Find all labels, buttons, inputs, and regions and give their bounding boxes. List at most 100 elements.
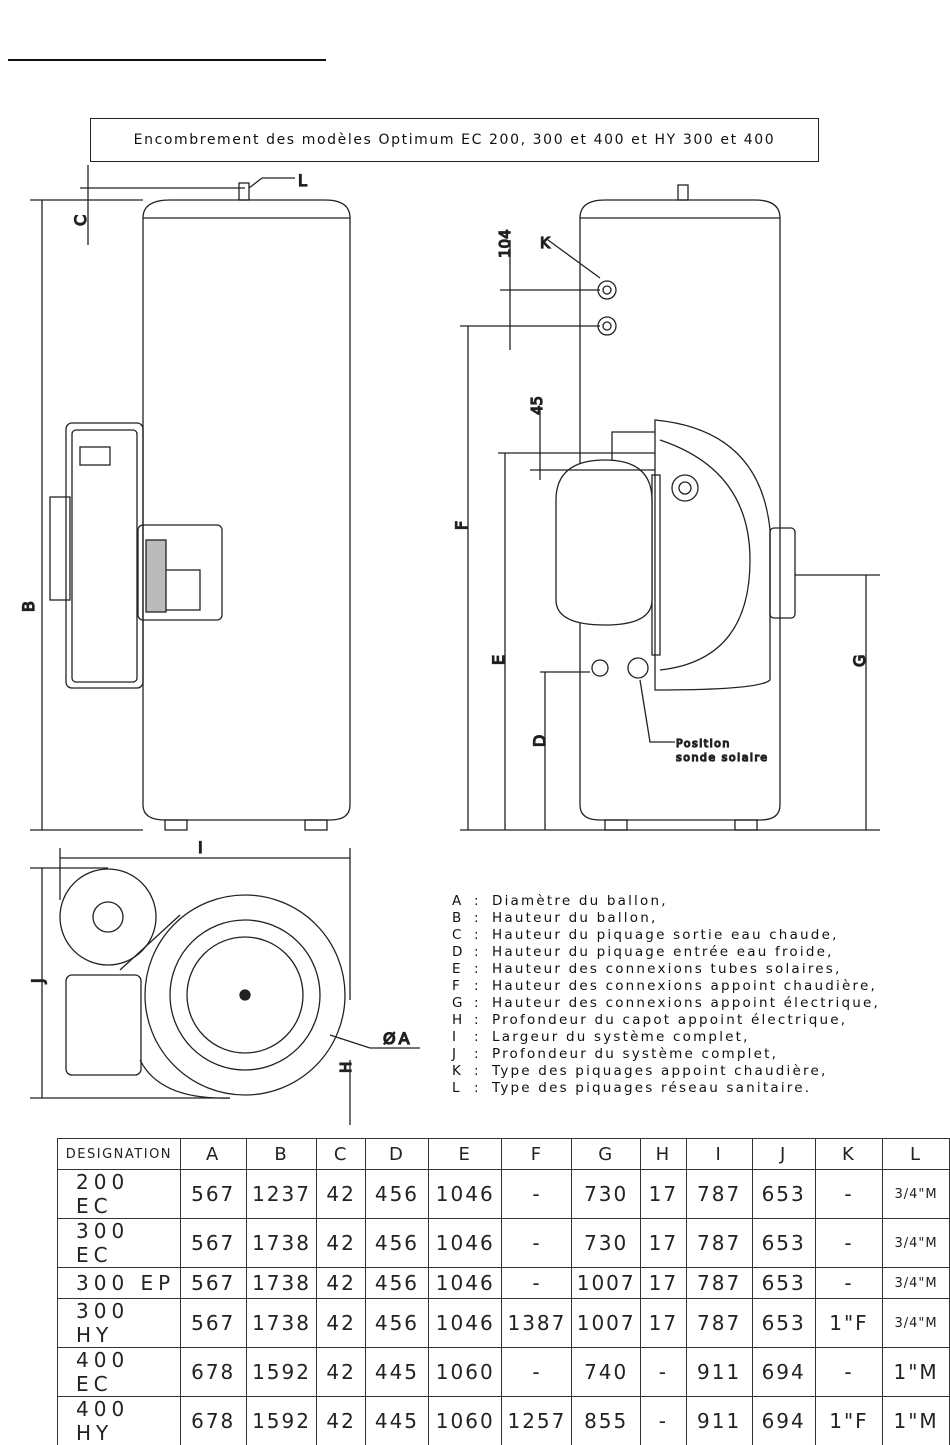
label-45: 45 bbox=[528, 396, 546, 415]
legend-item: L:Type des piquages réseau sanitaire. bbox=[452, 1080, 880, 1097]
table-cell: 400 HY bbox=[58, 1397, 181, 1445]
table-cell: 911 bbox=[686, 1397, 752, 1445]
legend-text: Hauteur du ballon, bbox=[492, 910, 657, 927]
legend-key: I bbox=[452, 1029, 474, 1046]
table-cell: 1738 bbox=[246, 1219, 317, 1268]
legend-text: Profondeur du capot appoint électrique, bbox=[492, 1012, 847, 1029]
legend-sep: : bbox=[474, 910, 492, 927]
table-cell: 787 bbox=[686, 1299, 752, 1348]
label-B: B bbox=[19, 601, 38, 612]
legend-text: Type des piquages appoint chaudière, bbox=[492, 1063, 827, 1080]
table-cell: 1592 bbox=[246, 1397, 317, 1445]
legend-text: Hauteur du piquage sortie eau chaude, bbox=[492, 927, 839, 944]
column-header: DESIGNATION bbox=[58, 1139, 181, 1170]
table-cell: 653 bbox=[752, 1219, 815, 1268]
table-cell: - bbox=[502, 1268, 572, 1299]
table-cell: 1046 bbox=[429, 1219, 502, 1268]
legend-text: Profondeur du système complet, bbox=[492, 1046, 778, 1063]
legend-key: B bbox=[452, 910, 474, 927]
legend-text: Hauteur des connexions tubes solaires, bbox=[492, 961, 842, 978]
table-cell: 911 bbox=[686, 1348, 752, 1397]
legend-item: F:Hauteur des connexions appoint chaudiè… bbox=[452, 978, 880, 995]
table-cell: 1592 bbox=[246, 1348, 317, 1397]
legend-key: J bbox=[452, 1046, 474, 1063]
legend-key: G bbox=[452, 995, 474, 1012]
table-cell: 3/4"M bbox=[883, 1219, 950, 1268]
legend-text: Hauteur du piquage entrée eau froide, bbox=[492, 944, 834, 961]
side-view-tank bbox=[50, 178, 350, 830]
column-header: L bbox=[883, 1139, 950, 1170]
table-cell: 456 bbox=[365, 1268, 428, 1299]
table-cell: 567 bbox=[180, 1268, 246, 1299]
legend-sep: : bbox=[474, 1046, 492, 1063]
table-cell: 730 bbox=[572, 1170, 640, 1219]
label-F: F bbox=[452, 521, 471, 530]
table-cell: 3/4"M bbox=[883, 1170, 950, 1219]
table-cell: 694 bbox=[752, 1397, 815, 1445]
table-cell: 3/4"M bbox=[883, 1299, 950, 1348]
legend-text: Type des piquages réseau sanitaire. bbox=[492, 1080, 811, 1097]
table-cell: 200 EC bbox=[58, 1170, 181, 1219]
legend-sep: : bbox=[474, 927, 492, 944]
legend-key: D bbox=[452, 944, 474, 961]
table-cell: 855 bbox=[572, 1397, 640, 1445]
table-cell: 1738 bbox=[246, 1268, 317, 1299]
table-cell: 694 bbox=[752, 1348, 815, 1397]
table-cell: 1"M bbox=[883, 1397, 950, 1445]
table-cell: 17 bbox=[640, 1299, 686, 1348]
table-cell: 653 bbox=[752, 1170, 815, 1219]
column-header: F bbox=[502, 1139, 572, 1170]
table-cell: 567 bbox=[180, 1219, 246, 1268]
table-cell: 1007 bbox=[572, 1299, 640, 1348]
table-cell: 17 bbox=[640, 1219, 686, 1268]
legend-item: J:Profondeur du système complet, bbox=[452, 1046, 880, 1063]
table-cell: 300 HY bbox=[58, 1299, 181, 1348]
table-cell: 740 bbox=[572, 1348, 640, 1397]
label-G: G bbox=[850, 655, 869, 667]
legend-key: E bbox=[452, 961, 474, 978]
legend-sep: : bbox=[474, 944, 492, 961]
table-cell: 1387 bbox=[502, 1299, 572, 1348]
table-cell: 1"M bbox=[883, 1348, 950, 1397]
table-cell: 1046 bbox=[429, 1299, 502, 1348]
label-H: H bbox=[337, 1062, 355, 1073]
table-cell: 1"F bbox=[815, 1397, 882, 1445]
table-cell: 3/4"M bbox=[883, 1268, 950, 1299]
label-C: C bbox=[71, 215, 90, 226]
table-cell: 787 bbox=[686, 1170, 752, 1219]
table-cell: 42 bbox=[317, 1268, 365, 1299]
table-cell: 1007 bbox=[572, 1268, 640, 1299]
table-cell: 730 bbox=[572, 1219, 640, 1268]
label-104: 104 bbox=[496, 229, 514, 258]
label-sonde-solaire: sonde solaire bbox=[676, 751, 769, 764]
table-cell: - bbox=[640, 1397, 686, 1445]
table-cell: 1046 bbox=[429, 1170, 502, 1219]
column-header: A bbox=[180, 1139, 246, 1170]
column-header: I bbox=[686, 1139, 752, 1170]
column-header: G bbox=[572, 1139, 640, 1170]
column-header: D bbox=[365, 1139, 428, 1170]
table-cell: 42 bbox=[317, 1348, 365, 1397]
legend-text: Diamètre du ballon, bbox=[492, 893, 668, 910]
column-header: C bbox=[317, 1139, 365, 1170]
column-header: B bbox=[246, 1139, 317, 1170]
table-cell: 1"F bbox=[815, 1299, 882, 1348]
legend-sep: : bbox=[474, 978, 492, 995]
legend-text: Hauteur des connexions appoint électriqu… bbox=[492, 995, 880, 1012]
label-position: Position bbox=[676, 737, 731, 750]
legend-text: Largeur du système complet, bbox=[492, 1029, 750, 1046]
table-cell: 300 EC bbox=[58, 1219, 181, 1268]
table-cell: 653 bbox=[752, 1299, 815, 1348]
table-cell: 653 bbox=[752, 1268, 815, 1299]
legend-item: C:Hauteur du piquage sortie eau chaude, bbox=[452, 927, 880, 944]
legend-sep: : bbox=[474, 1080, 492, 1097]
table-cell: 567 bbox=[180, 1299, 246, 1348]
legend-key: K bbox=[452, 1063, 474, 1080]
table-cell: 456 bbox=[365, 1219, 428, 1268]
label-D: D bbox=[530, 735, 549, 747]
